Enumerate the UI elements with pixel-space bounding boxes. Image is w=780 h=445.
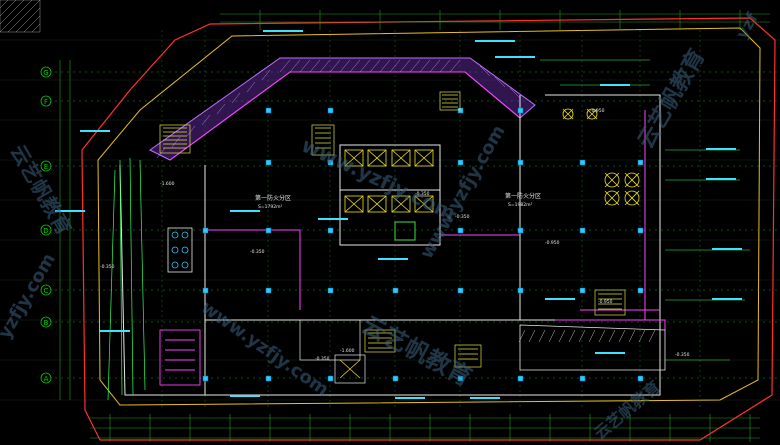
elev-10: -1.600 (340, 348, 355, 354)
ramp-hatch-lines (156, 59, 521, 159)
bottom-center-rooms (299, 319, 366, 384)
car-ramp-bottom (518, 324, 666, 371)
bottom-left-rooms (159, 329, 201, 386)
structural-columns (202, 107, 644, 382)
fan-units (562, 108, 640, 206)
elev-4: -0.950 (590, 108, 605, 114)
zone-right-name: 第一防火分区 (505, 192, 541, 200)
elev-7: -0.350 (415, 191, 430, 197)
axis-label-f: F (44, 98, 48, 106)
left-fixture-cluster (167, 227, 193, 273)
zone-left-area: S=1792m² (258, 204, 282, 210)
stairwells (159, 91, 626, 368)
elev-1: -1.600 (160, 181, 175, 187)
elev-2: -0.950 (545, 240, 560, 246)
elevation-labels: -1.600 -0.950 -0.950 -0.950 -0.350 -0.35… (100, 108, 690, 362)
axis-label-b: B (44, 319, 49, 327)
elevator-core (339, 144, 441, 246)
zone-right-area: S=1982m² (508, 202, 532, 208)
top-dimension-lines (220, 10, 770, 30)
ramp-inner-edge (169, 71, 521, 161)
axis-label-a: A (44, 375, 49, 383)
axis-label-g: G (43, 69, 48, 77)
elev-5: -0.350 (100, 264, 115, 270)
zone-left-name: 第一防火分区 (255, 194, 291, 202)
annotation-marks (55, 30, 742, 399)
bottom-ticks (109, 414, 751, 442)
elev-3: -0.950 (598, 299, 613, 305)
right-annotation-lines (540, 59, 750, 361)
bottom-dimension-lines (90, 417, 760, 439)
magenta-partition-lines (205, 110, 666, 330)
elev-8: -0.350 (455, 214, 470, 220)
left-axis-letters: G F E D C B A (43, 69, 48, 383)
left-dimension-lines (55, 60, 780, 400)
corner-hatch-topleft (0, 0, 41, 33)
building-contour (97, 27, 761, 406)
elev-6: -0.350 (250, 249, 265, 255)
left-facade-lines (107, 157, 146, 401)
elev-11: -0.350 (675, 352, 690, 358)
elev-9: -0.350 (315, 356, 330, 362)
site-boundary-line (81, 17, 776, 441)
axis-label-e: E (44, 163, 48, 171)
left-axis-bubbles (40, 66, 52, 384)
axis-label-d: D (43, 227, 48, 235)
axis-label-c: C (44, 287, 49, 295)
